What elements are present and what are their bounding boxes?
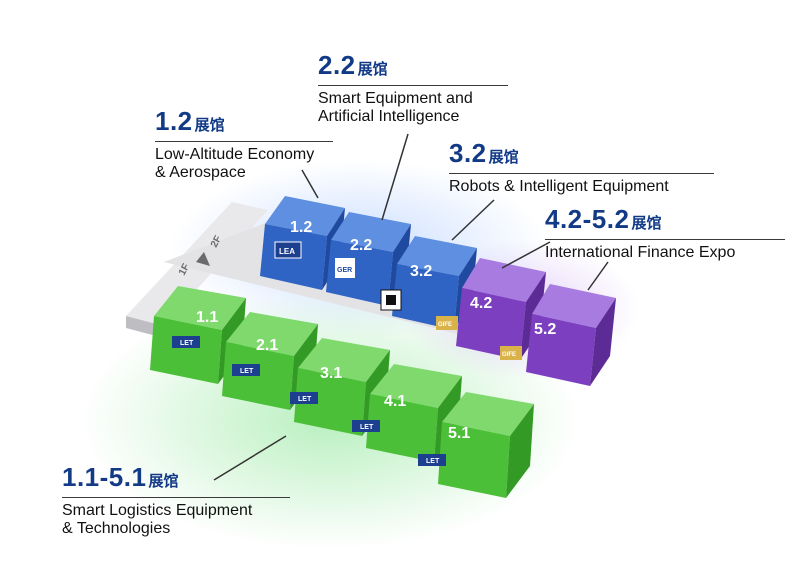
hall-1-2-top — [265, 196, 345, 236]
hall-3-1-top — [298, 338, 390, 382]
callout-divider — [155, 141, 333, 142]
hall-1-2[interactable]: 1.2 LEA — [260, 196, 345, 290]
callout-hall-3-2-number: 3.2 — [449, 138, 487, 168]
callout-hall-1-2-suffix: 展馆 — [194, 117, 225, 134]
hall-5-2-top — [532, 284, 616, 328]
let-logo-text: LET — [240, 368, 254, 375]
hall-5-2-front — [526, 314, 596, 386]
let-logo-icon — [232, 364, 260, 376]
floor-2f-label: 2F — [209, 234, 224, 249]
let-logo-icon — [290, 392, 318, 404]
callout-hall-1-1-5-1-desc-line2: & Technologies — [62, 520, 171, 537]
hall-1-2-label: 1.2 — [290, 219, 312, 236]
callout-divider — [62, 497, 290, 498]
callout-divider — [449, 173, 714, 174]
leader-line-1-2 — [301, 169, 319, 199]
hall-2-2-label: 2.2 — [350, 237, 372, 254]
hall-3-1-label: 3.1 — [320, 365, 342, 382]
callout-hall-3-2-desc: Robots & Intelligent Equipment — [449, 178, 669, 195]
callout-hall-1-1-5-1-suffix: 展馆 — [148, 473, 179, 490]
hall-5-1-side — [506, 404, 534, 498]
hall-3-1-front — [294, 368, 366, 436]
leader-line-4-2 — [501, 241, 551, 269]
let-logo-text: LET — [360, 424, 374, 431]
hall-2-2-top — [331, 212, 411, 252]
gife-logo-icon — [500, 346, 522, 360]
callout-hall-2-2-number: 2.2 — [318, 50, 356, 80]
hall-2-2-front — [326, 240, 393, 306]
callout-hall-4-2-5-2-number: 4.2-5.2 — [545, 204, 630, 234]
hall-3-2[interactable]: 3.2 — [380, 236, 477, 330]
lea-logo-text: LEA — [279, 247, 295, 256]
hall-4-2[interactable]: 4.2 GIFE — [436, 258, 546, 360]
hall-1-1-label: 1.1 — [196, 309, 218, 326]
hall-2-1-label: 2.1 — [256, 337, 278, 354]
hall-4-1-label: 4.1 — [384, 393, 406, 410]
robot-logo-mark — [386, 295, 396, 305]
callout-hall-1-2-desc-line2: & Aerospace — [155, 164, 246, 181]
hall-2-1-top — [226, 312, 318, 356]
hall-3-1[interactable]: 3.1 LET — [290, 338, 390, 436]
let-logo-text: LET — [180, 340, 194, 347]
callout-hall-2-2-desc-line2: Artificial Intelligence — [318, 108, 460, 125]
gife-logo-icon — [436, 316, 458, 330]
hall-4-2-top — [462, 258, 546, 302]
callout-hall-2-2-suffix: 展馆 — [357, 61, 388, 78]
callout-hall-1-2-number: 1.2 — [155, 106, 193, 136]
gife-logo-text: GIFE — [502, 352, 516, 358]
leader-line-3-2 — [451, 199, 495, 241]
callout-hall-1-1-5-1-number: 1.1-5.1 — [62, 462, 147, 492]
callout-hall-2-2-desc-line1: Smart Equipment and — [318, 90, 473, 107]
hall-4-2-front — [456, 288, 526, 360]
let-logo-text: LET — [426, 458, 440, 465]
leader-line-5-2 — [587, 261, 609, 291]
hall-5-2-side — [590, 298, 616, 386]
let-logo-icon — [172, 336, 200, 348]
ger-logo-text: GER — [337, 267, 352, 274]
lea-logo-icon — [274, 241, 302, 259]
callout-hall-4-2-5-2-suffix: 展馆 — [631, 215, 662, 232]
callout-divider — [545, 239, 785, 240]
hall-5-1-label: 5.1 — [448, 425, 470, 442]
hall-5-2[interactable]: 5.2 GIFE — [500, 284, 616, 386]
hall-5-2-label: 5.2 — [534, 321, 556, 338]
let-logo-text: LET — [298, 396, 312, 403]
floor-arrow-icon — [196, 252, 210, 266]
hall-1-1-top — [154, 286, 246, 330]
hall-5-1[interactable]: 5.1 LET — [418, 392, 534, 498]
hall-5-1-front — [438, 422, 510, 498]
callout-hall-1-2-desc-line1: Low-Altitude Economy — [155, 146, 315, 163]
callout-hall-1-1-5-1-desc-line1: Smart Logistics Equipment — [62, 502, 253, 519]
let-logo-icon — [418, 454, 446, 466]
hall-4-1-front — [366, 394, 438, 462]
leader-line-2-2 — [381, 133, 409, 221]
callout-hall-3-2-suffix: 展馆 — [488, 149, 519, 166]
gife-logo-text: GIFE — [438, 322, 452, 328]
leader-line-1-1 — [213, 435, 287, 481]
hall-5-1-top — [442, 392, 534, 436]
callout-hall-4-2-5-2-desc: International Finance Expo — [545, 244, 736, 261]
let-logo-icon — [352, 420, 380, 432]
hall-3-2-top — [397, 236, 477, 276]
floor-1f-label: 1F — [177, 262, 192, 277]
hall-4-1-top — [370, 364, 462, 408]
hall-3-2-label: 3.2 — [410, 263, 432, 280]
ger-logo-icon — [335, 258, 355, 278]
hall-1-1-front — [150, 316, 222, 384]
hall-4-2-label: 4.2 — [470, 295, 492, 312]
callout-divider — [318, 85, 508, 86]
hall-3-2-front — [392, 264, 459, 330]
